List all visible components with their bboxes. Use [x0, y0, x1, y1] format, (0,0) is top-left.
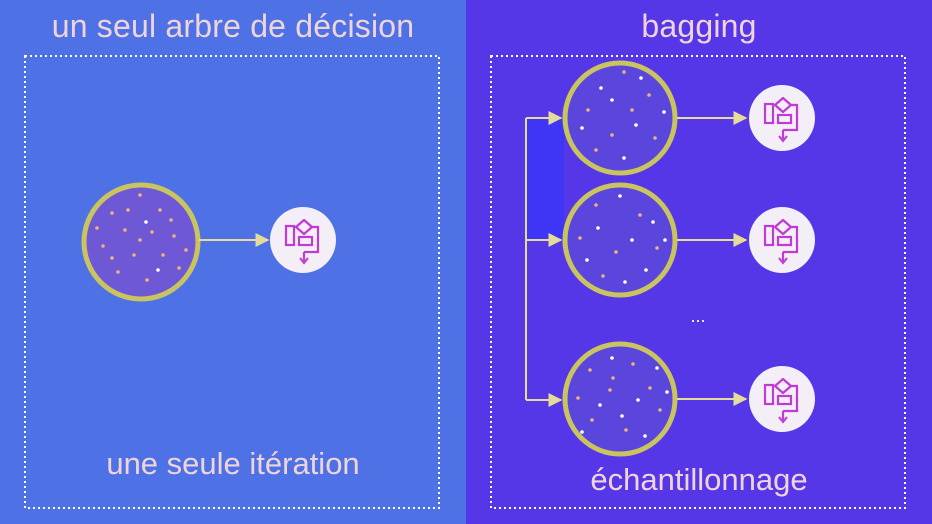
decision-tree-icon-3	[749, 366, 815, 432]
single-iteration-caption: une seule itération	[106, 446, 360, 481]
decision-tree-icon-1	[749, 85, 815, 151]
decision-tree-icon	[270, 207, 336, 273]
ellipsis-text: ...	[690, 306, 705, 326]
bootstrap-sample-circle-3	[562, 341, 678, 457]
bagging-title: bagging	[641, 8, 757, 44]
bagging-panel: bagging échantillonnage	[466, 0, 932, 524]
bootstrap-highlight	[526, 118, 564, 240]
full-dataset-circle	[81, 182, 201, 302]
decision-tree-icon-2	[749, 207, 815, 273]
bootstrap-sample-circle-1	[562, 60, 678, 176]
bootstrap-sample-circle-2	[562, 182, 678, 298]
sampling-caption: échantillonnage	[590, 462, 808, 497]
single-tree-frame	[24, 55, 440, 509]
bagging-frame	[490, 55, 906, 509]
single-tree-title: un seul arbre de décision	[51, 8, 415, 44]
single-tree-panel: un seul arbre de décision une seule itér…	[0, 0, 466, 524]
